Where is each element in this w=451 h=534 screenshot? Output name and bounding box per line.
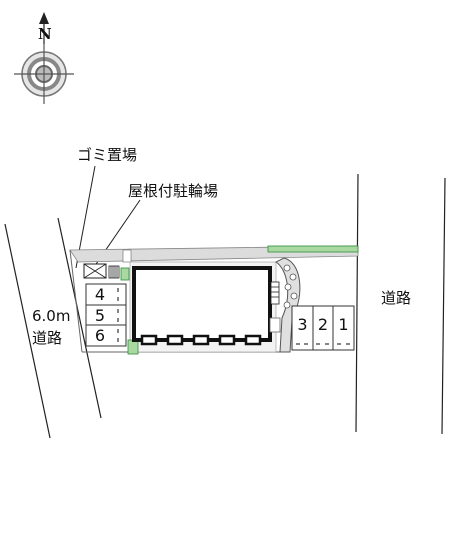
road-width-label: 6.0m [32, 307, 71, 325]
planting [127, 339, 139, 355]
garbage-area [83, 263, 107, 279]
road-edge-left-outer [4, 223, 51, 439]
parking-slot-2: 2 [317, 315, 329, 334]
parking-slot-6: 6 [94, 326, 106, 345]
parking-slot-3: 3 [297, 315, 308, 334]
bicycle-parking-label: 屋根付駐輪場 [128, 182, 219, 200]
road-left-label: 道路 [32, 329, 63, 347]
road-edge-right-outer [441, 177, 446, 435]
road-edge-right-inner [355, 173, 359, 433]
parking-slot-4: 4 [94, 285, 106, 304]
compass-north-label: N [38, 25, 52, 43]
parking-slot-5: 5 [94, 306, 106, 325]
parking-right [291, 305, 355, 351]
garbage-label: ゴミ置場 [77, 146, 138, 164]
stone-path [269, 257, 301, 353]
building [132, 266, 272, 346]
road-edge-left-inner [57, 217, 102, 419]
bicycle-parking [108, 249, 132, 281]
parking-left [85, 283, 127, 347]
compass-icon [14, 12, 74, 104]
parking-slot-1: 1 [338, 315, 349, 334]
road-right-label: 道路 [381, 289, 412, 307]
